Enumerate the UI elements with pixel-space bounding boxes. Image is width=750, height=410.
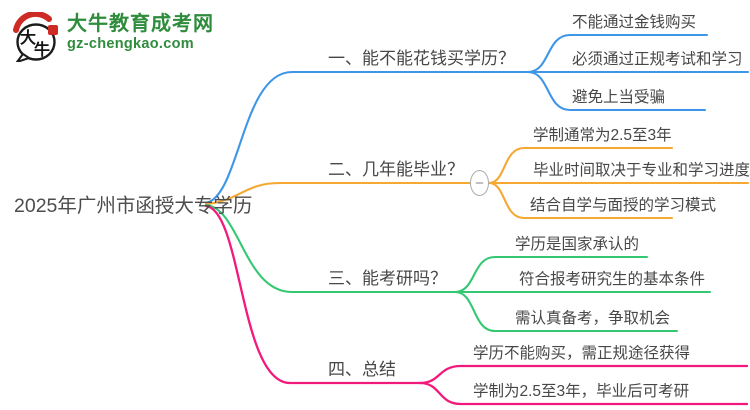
leaf-node[interactable]: 不能通过金钱购买 xyxy=(572,14,697,31)
branch-1-label[interactable]: 一、能不能花钱买学历？ xyxy=(328,49,515,68)
branch-2-label[interactable]: 二、几年能毕业？ xyxy=(328,160,464,179)
branch-4-lines xyxy=(204,204,749,406)
leaf-node[interactable]: 结合自学与面授的学习模式 xyxy=(530,197,717,214)
leaf-node[interactable]: 学历是国家承认的 xyxy=(515,236,640,253)
branch-4-label[interactable]: 四、总结 xyxy=(328,360,396,379)
branch-3-lines xyxy=(204,203,712,333)
branch-1-lines xyxy=(204,33,750,205)
daniu-logo-icon: 大 牛 xyxy=(13,12,58,62)
leaf-node[interactable]: 避免上当受骗 xyxy=(572,89,666,106)
collapse-toggle[interactable]: − xyxy=(470,170,489,196)
svg-text:大: 大 xyxy=(20,28,36,47)
branch-3-label[interactable]: 三、能考研吗？ xyxy=(328,269,447,288)
branch-2-lines xyxy=(204,146,750,220)
leaf-node[interactable]: 符合报考研究生的基本条件 xyxy=(519,271,706,288)
leaf-node[interactable]: 学历不能购买，需正规途径获得 xyxy=(473,345,691,362)
logo-title: 大牛教育成考网 xyxy=(67,13,214,35)
leaf-node[interactable]: 需认真备考，争取机会 xyxy=(515,310,671,327)
leaf-node[interactable]: 毕业时间取决于专业和学习进度 xyxy=(533,162,750,179)
leaf-node[interactable]: 必须通过正规考试和学习 xyxy=(572,51,743,68)
leaf-node[interactable]: 学制为2.5至3年，毕业后可考研 xyxy=(473,383,690,400)
logo-text-block: 大牛教育成考网 gz-chengkao.com xyxy=(67,12,214,53)
root-node[interactable]: 2025年广州市函授大专学历 xyxy=(14,195,253,217)
leaf-node[interactable]: 学制通常为2.5至3年 xyxy=(533,127,672,144)
svg-text:牛: 牛 xyxy=(34,40,50,59)
logo-domain: gz-chengkao.com xyxy=(67,36,194,52)
site-logo[interactable]: 大 牛 大牛教育成考网 gz-chengkao.com xyxy=(11,12,214,62)
